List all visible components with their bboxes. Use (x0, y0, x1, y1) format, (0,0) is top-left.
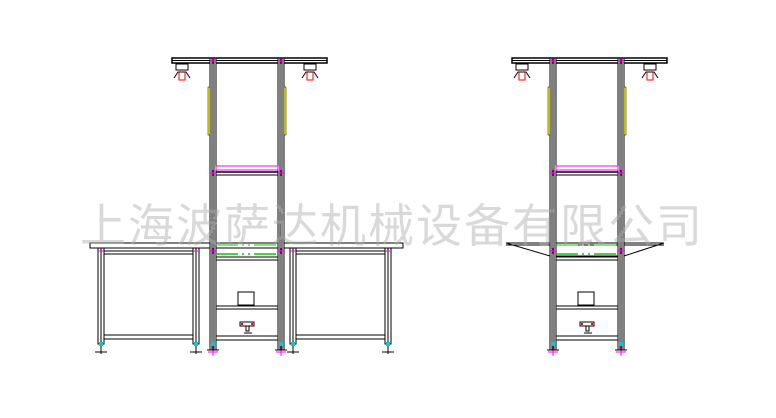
left-side-table (94, 247, 203, 355)
front-view-with-side-tables (89, 57, 404, 357)
front-view-with-folding-wings (505, 57, 668, 357)
right-side-table (286, 247, 395, 355)
table-top (89, 242, 404, 249)
tower-frame (511, 57, 668, 357)
